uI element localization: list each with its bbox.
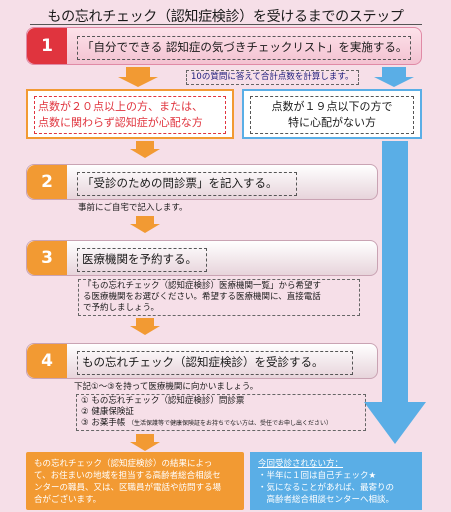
step-2-number: 2 xyxy=(27,165,67,199)
condition-high-line-2: 点数に関わらず認知症が心配な方 xyxy=(38,116,203,129)
arrow-to-step-3-head xyxy=(130,224,160,233)
result-orange-line-2: て、お住まいの地域を担当する高齢者総合相談セ xyxy=(34,471,221,481)
arrow-to-step-2-stem xyxy=(136,141,154,149)
step-4-item-2: ② 健康保険証 xyxy=(81,407,134,417)
step-3-note-line-3: で予約しましょう。 xyxy=(83,303,159,313)
step-3-note-line-1: 「もの忘れチェック（認知症検診）医療機関一覧」から希望す xyxy=(83,281,322,291)
result-blue-line-3: 高齢者総合相談センターへ相談。 xyxy=(258,495,395,505)
step-2-bar: 2 「受診のための問診票」を記入する。 xyxy=(26,164,378,200)
step-4-note-intro: 下記①～③を持って医療機関に向かいましょう。 xyxy=(74,382,259,392)
condition-low-line-2: 特に心配がない方 xyxy=(288,116,376,129)
step-4-item-1: ① もの忘れチェック（認知症検診）問診票 xyxy=(81,396,245,406)
step-4-bar: 4 もの忘れチェック（認知症検診）を受診する。 xyxy=(26,343,378,379)
result-orange-line-3: ンターの職員、又は、区職員が電話や訪問する場 xyxy=(34,483,222,493)
result-blue-box: 今回受診されない方： ・半年に１回は自己チェック★ ・気になることがあれば、最寄… xyxy=(250,452,422,510)
condition-low-inner: 点数が１９点以下の方で 特に心配がない方 xyxy=(250,96,414,134)
title-underline xyxy=(30,24,422,25)
long-blue-arrow-stem xyxy=(382,141,408,403)
step-3-text: 医療機関を予約する。 xyxy=(77,248,207,272)
step-4-items-box: ① もの忘れチェック（認知症検診）問診票 ② 健康保険証 ③ お薬手帳 （生活保… xyxy=(76,394,366,431)
long-blue-arrow-head xyxy=(364,402,426,444)
arrow-to-step-3-stem xyxy=(136,216,154,224)
arrow-to-result-head xyxy=(130,442,160,451)
step-4-item-3-row: ③ お薬手帳 （生活保護等で健康保険証をお持ちでない方は、受任でお申し出ください… xyxy=(81,418,361,429)
step-2-text: 「受診のための問診票」を記入する。 xyxy=(77,172,297,196)
step-4-item-3: ③ お薬手帳 xyxy=(81,418,126,428)
result-orange-line-1: もの忘れチェック（認知症検診）の結果によっ xyxy=(34,459,213,469)
condition-high-inner: 点数が２０点以上の方、または、 点数に関わらず認知症が心配な方 xyxy=(34,96,226,134)
arrow-to-result-stem xyxy=(136,434,154,442)
result-blue-line-2: ・気になることがあれば、最寄りの xyxy=(258,483,395,493)
step-1-bar: 1 「自分でできる 認知症の気づきチェックリスト」を実施する。 xyxy=(26,27,422,65)
result-orange-box: もの忘れチェック（認知症検診）の結果によっ て、お住まいの地域を担当する高齢者総… xyxy=(26,452,244,510)
arrow-to-condition-low-head xyxy=(374,77,414,87)
result-blue-line-1: ・半年に１回は自己チェック★ xyxy=(258,471,377,481)
step-1-text: 「自分でできる 認知症の気づきチェックリスト」を実施する。 xyxy=(77,36,411,60)
step-3-bar: 3 医療機関を予約する。 xyxy=(26,240,378,276)
condition-low-line-1: 点数が１９点以下の方で xyxy=(271,100,393,113)
step-1-note: 10の質問に答えて合計点数を計算します。 xyxy=(186,70,359,85)
step-1-number: 1 xyxy=(27,28,67,64)
arrow-to-step-2-head xyxy=(130,149,160,158)
arrow-to-condition-high xyxy=(126,67,150,77)
arrow-to-condition-low-stem xyxy=(382,67,406,77)
step-4-items-note: （生活保護等で健康保険証をお持ちでない方は、受任でお申し出ください） xyxy=(128,420,333,427)
step-3-number: 3 xyxy=(27,241,67,275)
condition-low-box: 点数が１９点以下の方で 特に心配がない方 xyxy=(242,89,422,139)
step-4-number: 4 xyxy=(27,344,67,378)
step-3-note-line-2: る医療機関をお選びください。希望する医療機関に、直接電話 xyxy=(83,292,321,302)
result-blue-title: 今回受診されない方： xyxy=(258,459,344,469)
step-4-text: もの忘れチェック（認知症検診）を受診する。 xyxy=(77,351,353,375)
arrow-to-step-4-stem xyxy=(136,318,154,326)
arrow-to-step-4-head xyxy=(130,326,160,335)
condition-high-box: 点数が２０点以上の方、または、 点数に関わらず認知症が心配な方 xyxy=(26,89,234,139)
arrow-to-condition-high-head xyxy=(118,77,158,87)
condition-high-line-1: 点数が２０点以上の方、または、 xyxy=(38,100,203,113)
result-orange-line-4: 合がございます。 xyxy=(34,495,102,505)
step-2-note: 事前にご自宅で記入します。 xyxy=(78,203,188,213)
page-title: もの忘れチェック（認知症検診）を受けるまでのステップ xyxy=(47,9,404,25)
step-3-note: 「もの忘れチェック（認知症検診）医療機関一覧」から希望す る医療機関をお選びくだ… xyxy=(78,279,360,316)
